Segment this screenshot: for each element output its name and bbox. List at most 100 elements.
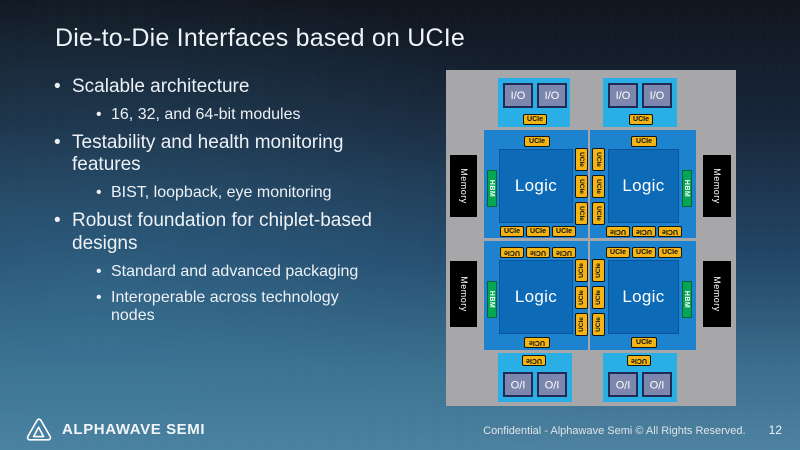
ucie-label: UCIe xyxy=(578,206,585,221)
ucie-module: UCIe xyxy=(592,202,605,225)
bullet-text: Interoperable across technology nodes xyxy=(111,288,339,325)
bullet-text: Standard and advanced packaging xyxy=(111,262,359,280)
io-label: I/O xyxy=(510,89,526,102)
io-chiplet-bottom-left: I/O I/O UCIe xyxy=(498,353,572,402)
logic-die-bottom-right: Logic HBM UCIe UCIe UCIe UCIe UCIe UCIe … xyxy=(590,241,696,350)
ucie-module: UCIe xyxy=(523,114,547,125)
ucie-label: UCIe xyxy=(578,179,585,194)
ucie-module: UCIe xyxy=(631,136,657,147)
ucie-label: UCIe xyxy=(595,263,602,278)
bullet-text: 16, 32, and 64-bit modules xyxy=(111,105,301,123)
slide-title: Die-to-Die Interfaces based on UCIe xyxy=(55,24,465,52)
logic-label: Logic xyxy=(622,176,665,195)
bullet-subitem: Interoperable across technology nodes xyxy=(94,289,366,327)
brand-footer: ALPHAWAVE SEMI xyxy=(26,418,205,441)
logic-die-top-left: Logic HBM UCIe UCIe UCIe UCIe UCIe UCIe … xyxy=(484,130,588,238)
confidential-text: Confidential - Alphawave Semi © All Righ… xyxy=(483,425,746,437)
ucie-module: UCIe xyxy=(575,286,588,309)
memory-label: Memory xyxy=(712,276,723,312)
io-block: I/O xyxy=(608,372,638,397)
ucie-module: UCIe xyxy=(606,226,630,237)
ucie-label: UCIe xyxy=(595,206,602,221)
ucie-module: UCIe xyxy=(658,226,682,237)
ucie-module: UCIe xyxy=(552,247,576,258)
io-block: I/O xyxy=(608,83,638,108)
io-block: I/O xyxy=(537,372,567,397)
io-label: I/O xyxy=(615,89,631,102)
memory-block: Memory xyxy=(703,155,731,217)
ucie-module: UCIe xyxy=(500,247,524,258)
hbm-label: HBM xyxy=(488,179,496,198)
ucie-module: UCIe xyxy=(606,247,630,258)
hbm-label: HBM xyxy=(683,290,691,309)
memory-block: Memory xyxy=(703,261,731,327)
hbm-block: HBM xyxy=(682,170,692,207)
bullet-text: Testability and health monitoring featur… xyxy=(72,131,344,176)
memory-block: Memory xyxy=(450,261,477,327)
ucie-module: UCIe xyxy=(658,247,682,258)
io-block: I/O xyxy=(642,372,672,397)
ucie-module: UCIe xyxy=(632,247,656,258)
ucie-module: UCIe xyxy=(592,259,605,282)
bullet-text: Robust foundation for chiplet-based desi… xyxy=(72,210,372,254)
ucie-module: UCIe xyxy=(522,355,546,366)
ucie-module: UCIe xyxy=(575,313,588,336)
memory-label: Memory xyxy=(458,168,469,204)
ucie-module: UCIe xyxy=(629,114,653,125)
ucie-label: UCIe xyxy=(595,179,602,194)
memory-block: Memory xyxy=(450,155,477,217)
memory-label: Memory xyxy=(458,276,469,312)
ucie-module: UCIe xyxy=(500,226,524,237)
ucie-module: UCIe xyxy=(592,175,605,198)
ucie-module: UCIe xyxy=(575,202,588,225)
io-block: I/O xyxy=(642,83,672,108)
io-label: I/O xyxy=(544,89,560,102)
io-label: I/O xyxy=(510,378,526,391)
bullet-item: Testability and health monitoring featur… xyxy=(52,132,400,178)
ucie-module: UCIe xyxy=(526,226,550,237)
brand-name: ALPHAWAVE SEMI xyxy=(62,421,206,438)
bullet-subitem: BIST, loopback, eye monitoring xyxy=(94,184,366,203)
ucie-module: UCIe xyxy=(592,286,605,309)
hbm-block: HBM xyxy=(487,170,497,207)
io-chiplet-top-left: I/O I/O UCIe xyxy=(498,78,570,127)
ucie-label: UCIe xyxy=(578,317,585,332)
ucie-module: UCIe xyxy=(575,148,588,171)
io-label: I/O xyxy=(615,378,631,391)
ucie-label: UCIe xyxy=(595,152,602,167)
io-block: I/O xyxy=(503,83,533,108)
ucie-label: UCIe xyxy=(595,317,602,332)
io-label: I/O xyxy=(649,378,665,391)
ucie-module: UCIe xyxy=(524,136,550,147)
chiplet-package-diagram: I/O I/O UCIe I/O I/O UCIe I/O I/O UCIe I… xyxy=(446,70,736,406)
ucie-module: UCIe xyxy=(552,226,576,237)
ucie-label: UCIe xyxy=(578,152,585,167)
ucie-module: UCIe xyxy=(592,313,605,336)
logic-die-bottom-left: Logic HBM UCIe UCIe UCIe UCIe UCIe UCIe … xyxy=(484,241,588,350)
ucie-label: UCIe xyxy=(578,290,585,305)
logic-block: Logic xyxy=(499,260,573,334)
io-block: I/O xyxy=(537,83,567,108)
ucie-module: UCIe xyxy=(631,337,657,348)
io-chiplet-bottom-right: I/O I/O UCIe xyxy=(603,353,677,402)
bullet-text: Scalable architecture xyxy=(72,76,250,97)
logic-block: Logic xyxy=(608,149,679,223)
page-number: 12 xyxy=(768,423,782,437)
bullet-item: Scalable architecture xyxy=(52,76,400,99)
logic-label: Logic xyxy=(622,287,665,306)
io-label: I/O xyxy=(544,378,560,391)
alphawave-logo-icon xyxy=(26,418,52,441)
ucie-module: UCIe xyxy=(575,259,588,282)
ucie-module: UCIe xyxy=(627,355,651,366)
logic-label: Logic xyxy=(514,176,558,195)
bullet-subitem: Standard and advanced packaging xyxy=(94,263,366,282)
hbm-label: HBM xyxy=(683,179,691,198)
footer-right: Confidential - Alphawave Semi © All Righ… xyxy=(483,423,782,437)
logic-block: Logic xyxy=(608,260,679,334)
ucie-module: UCIe xyxy=(592,148,605,171)
io-block: I/O xyxy=(503,372,533,397)
logic-die-top-right: Logic HBM UCIe UCIe UCIe UCIe UCIe UCIe … xyxy=(590,130,696,238)
bullet-subitem: 16, 32, and 64-bit modules xyxy=(94,106,366,125)
io-chiplet-top-right: I/O I/O UCIe xyxy=(603,78,677,127)
